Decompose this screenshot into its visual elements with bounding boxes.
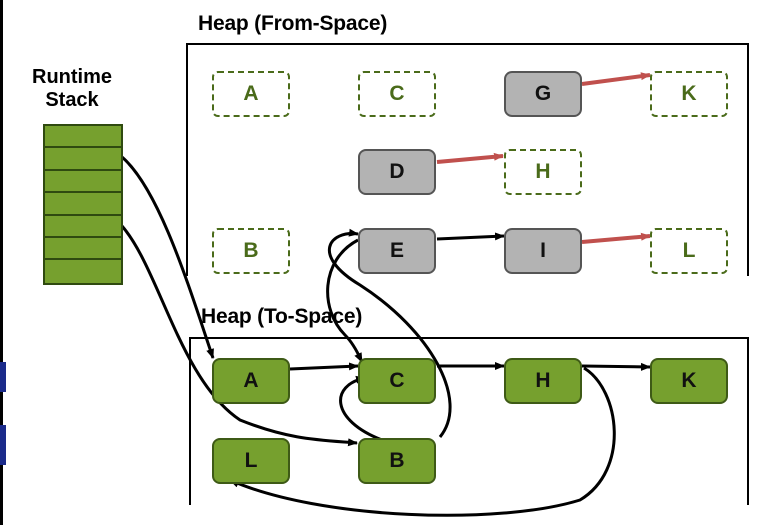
to-node-B: B — [358, 438, 436, 484]
runtime-stack-title-line2: Stack — [45, 89, 99, 111]
edge-G-K — [581, 72, 651, 86]
to-node-K: K — [650, 358, 728, 404]
runtime-stack-title-line1: Runtime — [32, 66, 112, 88]
stack-frame — [45, 260, 121, 282]
to-node-A: A — [212, 358, 290, 404]
to-node-L: L — [212, 438, 290, 484]
from-node-C: C — [358, 71, 436, 117]
stack-frame — [45, 148, 121, 171]
to-space-title: Heap (To-Space) — [201, 305, 363, 328]
from-node-I: I — [504, 228, 582, 274]
edge-stack-A — [121, 155, 215, 359]
to-node-H: H — [504, 358, 582, 404]
edge-H-L — [229, 366, 616, 517]
from-node-D: D — [358, 149, 436, 195]
slide-accent-bar — [0, 425, 6, 465]
runtime-stack — [43, 124, 123, 285]
to-space-frame — [189, 337, 749, 505]
stack-frame — [45, 216, 121, 238]
edge-E-I — [436, 232, 505, 241]
from-node-A: A — [212, 71, 290, 117]
edge-B-C — [339, 375, 383, 442]
edge-H-K — [581, 362, 651, 371]
from-node-B: B — [212, 228, 290, 274]
from-node-L: L — [650, 228, 728, 274]
slide-accent-bar — [0, 362, 6, 392]
stack-frame — [45, 126, 121, 149]
stack-frame — [45, 193, 121, 216]
from-node-G: G — [504, 71, 582, 117]
from-node-E: E — [358, 228, 436, 274]
edge-stack-B — [120, 225, 358, 447]
edge-I-L — [581, 232, 651, 244]
to-node-C: C — [358, 358, 436, 404]
edge-D-H — [436, 152, 504, 164]
from-node-K: K — [650, 71, 728, 117]
stack-frame — [45, 171, 121, 194]
stack-frame — [45, 238, 121, 261]
from-node-H: H — [504, 149, 582, 195]
from-space-frame — [186, 43, 749, 276]
edge-E-C — [326, 238, 364, 363]
edge-B-E — [327, 228, 452, 438]
edge-A-C — [289, 362, 359, 371]
runtime-stack-title: Runtime Stack — [28, 66, 116, 112]
from-space-title: Heap (From-Space) — [198, 12, 388, 35]
